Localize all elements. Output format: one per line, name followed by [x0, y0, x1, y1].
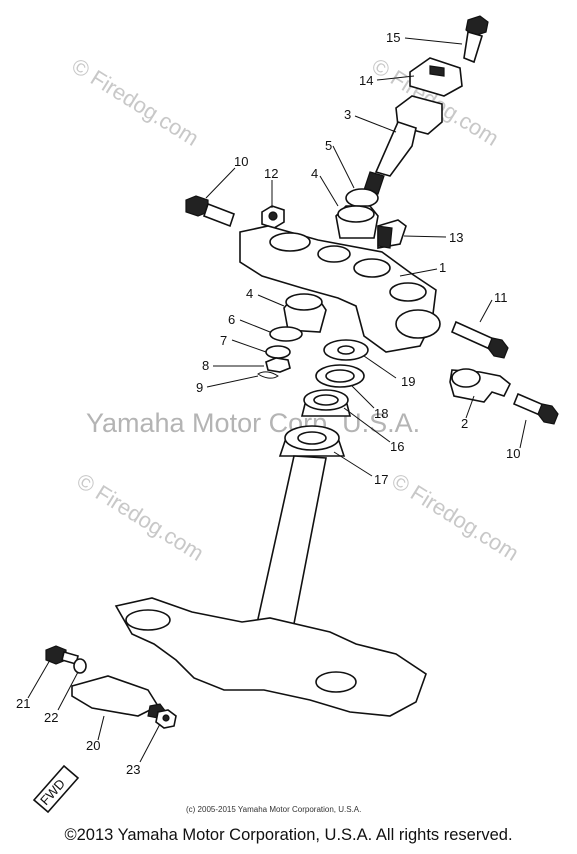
part-4-damper — [335, 205, 379, 239]
callout-15: 15 — [386, 30, 400, 45]
watermark-firedog: © Firedog.com — [72, 468, 208, 566]
part-1-upper-bracket — [239, 225, 441, 353]
part-6-washer — [269, 326, 303, 342]
part-23-nut — [155, 709, 177, 729]
leader-lines — [27, 37, 527, 763]
steering-stem-lower-bracket — [114, 455, 427, 717]
callout-14: 14 — [359, 73, 373, 88]
part-4-damper-lower — [283, 293, 327, 333]
callout-5: 5 — [325, 138, 332, 153]
callout-9: 9 — [196, 380, 203, 395]
callout-4: 4 — [246, 286, 253, 301]
callout-22: 22 — [44, 710, 58, 725]
fwd-arrow-icon: FWD — [32, 764, 80, 814]
callout-11: 11 — [494, 290, 508, 305]
part-18-ring — [315, 364, 365, 388]
callout-16: 16 — [390, 439, 404, 454]
callout-17: 17 — [374, 472, 388, 487]
callout-10: 10 — [234, 154, 248, 169]
callout-19: 19 — [401, 374, 415, 389]
callout-8: 8 — [202, 358, 209, 373]
callout-7: 7 — [220, 333, 227, 348]
part-15-bolt — [463, 15, 489, 64]
callout-3: 3 — [344, 107, 351, 122]
callout-2: 2 — [461, 416, 468, 431]
callout-6: 6 — [228, 312, 235, 327]
part-21-bolt — [45, 645, 79, 665]
part-16-ring-nut — [300, 389, 352, 417]
callout-numbers: 15 14 3 5 4 10 12 13 1 11 4 6 7 8 9 19 1… — [16, 30, 520, 777]
part-2-clamp — [449, 368, 512, 403]
part-13-bolt — [377, 219, 407, 249]
part-5-washer — [345, 188, 379, 208]
watermark-firedog: © Firedog.com — [67, 53, 203, 151]
callout-20: 20 — [86, 738, 100, 753]
part-3-handle-holder — [363, 95, 443, 195]
part-7-washer — [265, 345, 291, 359]
callout-1: 1 — [439, 260, 446, 275]
part-10-bolt-right — [512, 392, 559, 425]
part-22-washer — [73, 658, 87, 674]
callout-21: 21 — [16, 696, 30, 711]
watermark-yamaha: Yamaha Motor Corp, U.S.A. — [86, 408, 420, 438]
part-8-nut — [265, 357, 291, 373]
part-11-bolt — [450, 320, 509, 359]
part-10-bolt-left — [185, 195, 236, 228]
part-9-clip — [257, 371, 279, 379]
callout-13: 13 — [449, 230, 463, 245]
part-14-holder-cap — [409, 57, 463, 97]
part-19-lock-washer — [323, 339, 369, 361]
callout-12: 12 — [264, 166, 278, 181]
part-17-bearing — [278, 425, 346, 457]
small-copyright-text: (c) 2005-2015 Yamaha Motor Corporation, … — [186, 805, 362, 814]
part-12-nut — [261, 205, 285, 229]
part-20-clamp — [71, 675, 167, 719]
watermark-firedog: © Firedog.com — [387, 468, 523, 566]
callout-4: 4 — [311, 166, 318, 181]
callout-23: 23 — [126, 762, 140, 777]
callout-18: 18 — [374, 406, 388, 421]
callout-10: 10 — [506, 446, 520, 461]
footer-copyright: ©2013 Yamaha Motor Corporation, U.S.A. A… — [64, 826, 513, 844]
